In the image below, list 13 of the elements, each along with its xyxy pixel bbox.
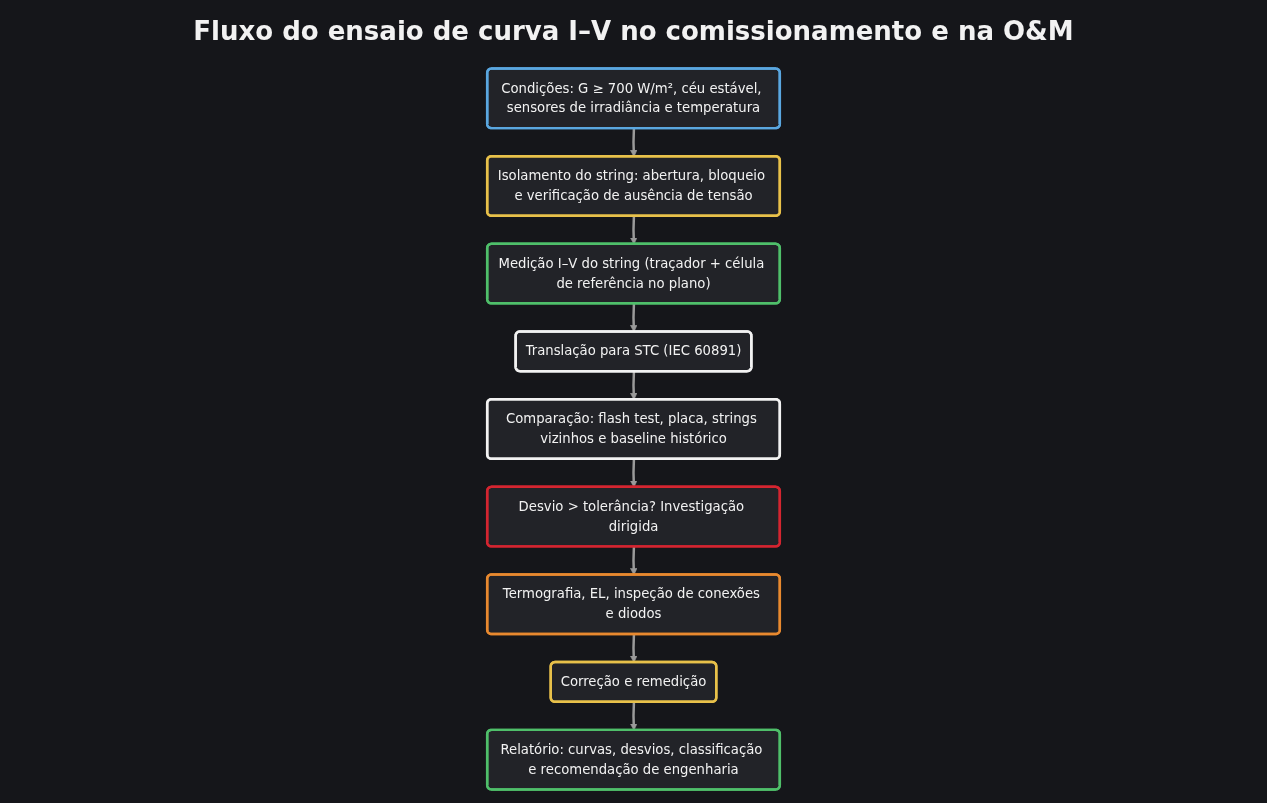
arrow xyxy=(630,634,638,663)
arrow xyxy=(630,128,638,157)
process-box: Termografia, EL, inspeção de conexões e diodos xyxy=(485,573,782,636)
title: Fluxo do ensaio de curva I–V no comissionamento e na O&M xyxy=(192,15,1075,48)
process-box: Correção e remedição xyxy=(549,660,718,703)
process-box: Medição I–V do string (traçador + célula de referência no plano) xyxy=(485,242,782,305)
process-box: Desvio > tolerância? Investigação dirigida xyxy=(485,485,782,548)
arrow xyxy=(630,371,638,400)
process-box: Translação para STC (IEC 60891) xyxy=(514,330,753,373)
process-box: Condições: G ≥ 700 W/m², céu estável, sensores de irradiância e temperatura xyxy=(485,67,782,130)
process-box: Isolamento do string: abertura, bloqueio e verificação de ausência de tensão xyxy=(485,155,782,217)
process-box: Comparação: flash test, placa, strings vizinhos e baseline histórico xyxy=(485,398,782,460)
process-box: Relatório: curvas, desvios, classificação e recomendação de engenharia xyxy=(485,728,782,791)
